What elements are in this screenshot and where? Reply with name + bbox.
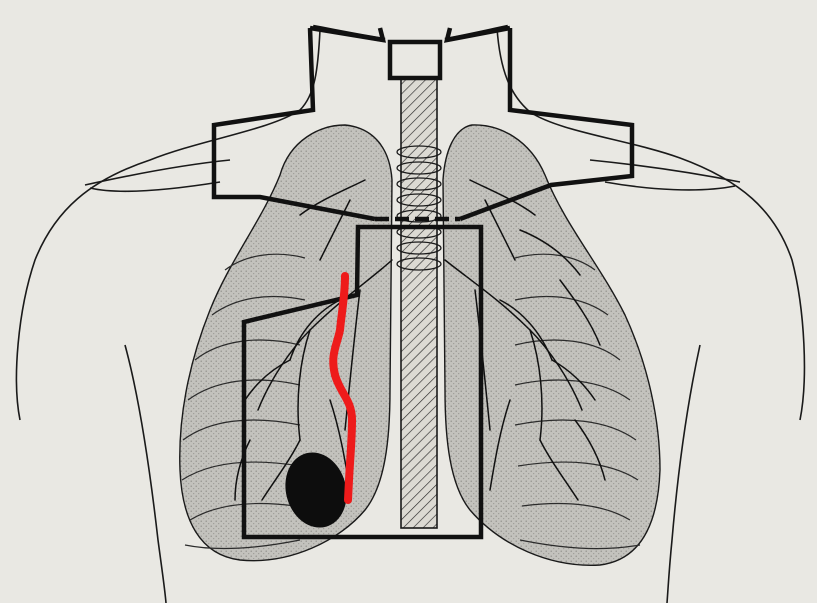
trachea bbox=[397, 78, 441, 528]
